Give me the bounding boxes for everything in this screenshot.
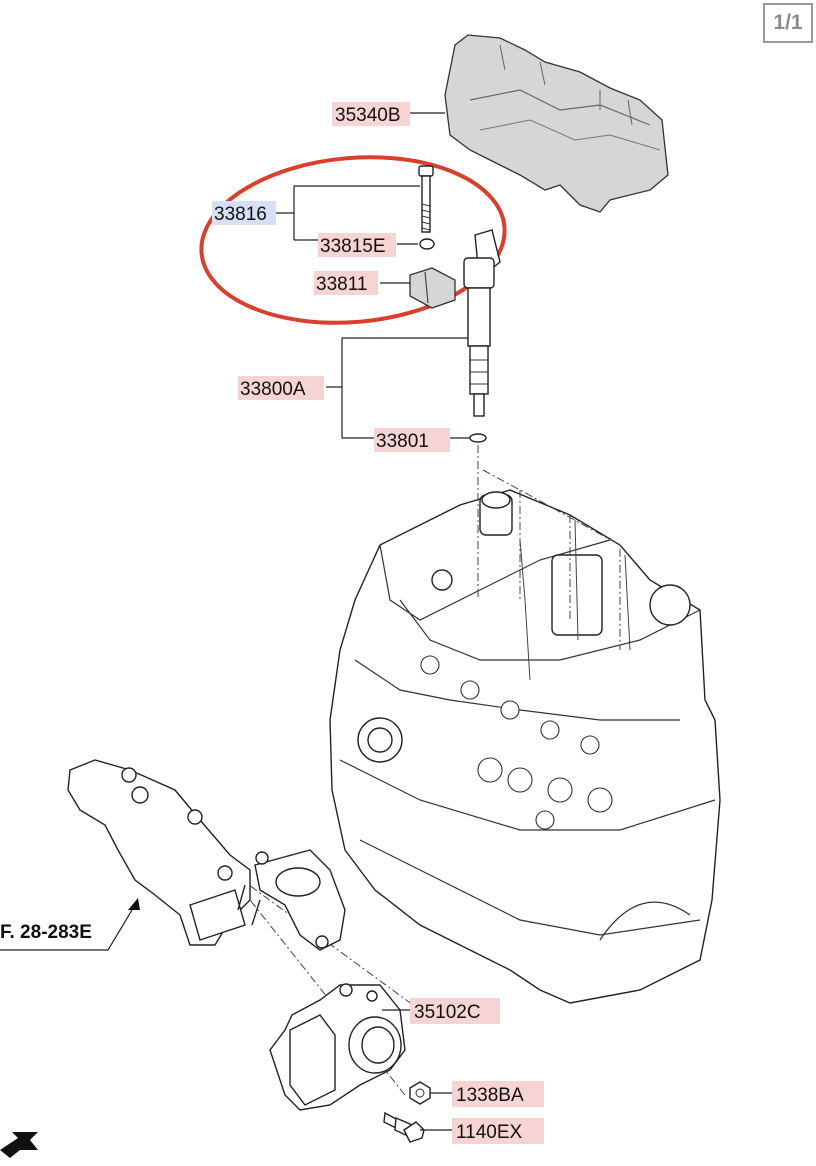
svg-text:33815E: 33815E — [320, 236, 386, 257]
injector-part[interactable] — [463, 229, 501, 417]
throttle-body-part[interactable] — [269, 983, 406, 1111]
label-33811[interactable]: 33811 — [314, 271, 378, 295]
reference-text[interactable]: F. 28-283E — [0, 922, 92, 943]
label-33816[interactable]: 33816 — [212, 201, 276, 225]
page-indicator: 1/1 — [763, 3, 813, 43]
nut-part[interactable] — [409, 1081, 431, 1105]
ref-arrow — [0, 898, 140, 951]
svg-text:33816: 33816 — [214, 204, 267, 225]
clamp-part[interactable] — [409, 267, 456, 309]
washer-part[interactable] — [419, 238, 435, 250]
svg-text:1338BA: 1338BA — [456, 1085, 524, 1106]
label-35102C[interactable]: 35102C — [410, 998, 500, 1024]
svg-text:33800A: 33800A — [240, 379, 306, 400]
seal-part[interactable] — [469, 433, 487, 443]
label-33815E[interactable]: 33815E — [318, 233, 396, 257]
flange-bolt-part[interactable] — [383, 1111, 425, 1143]
svg-text:33801: 33801 — [376, 431, 429, 452]
bolt-part[interactable] — [418, 165, 434, 233]
label-33801[interactable]: 33801 — [374, 428, 450, 452]
direction-arrow-icon — [0, 1132, 38, 1158]
label-1338BA[interactable]: 1338BA — [452, 1081, 544, 1107]
svg-text:33811: 33811 — [316, 274, 367, 295]
label-1140EX[interactable]: 1140EX — [452, 1118, 544, 1144]
highlight-ellipse — [199, 155, 507, 325]
engine-cover-part[interactable] — [444, 34, 669, 213]
engine-block — [329, 489, 721, 1004]
label-35340B[interactable]: 35340B — [332, 102, 410, 126]
svg-text:35102C: 35102C — [414, 1002, 481, 1023]
intake-pipe-part — [67, 759, 346, 951]
leader-lines — [276, 112, 470, 1131]
svg-text:1140EX: 1140EX — [456, 1122, 523, 1143]
label-33800A[interactable]: 33800A — [238, 376, 324, 400]
svg-text:35340B: 35340B — [335, 105, 401, 126]
